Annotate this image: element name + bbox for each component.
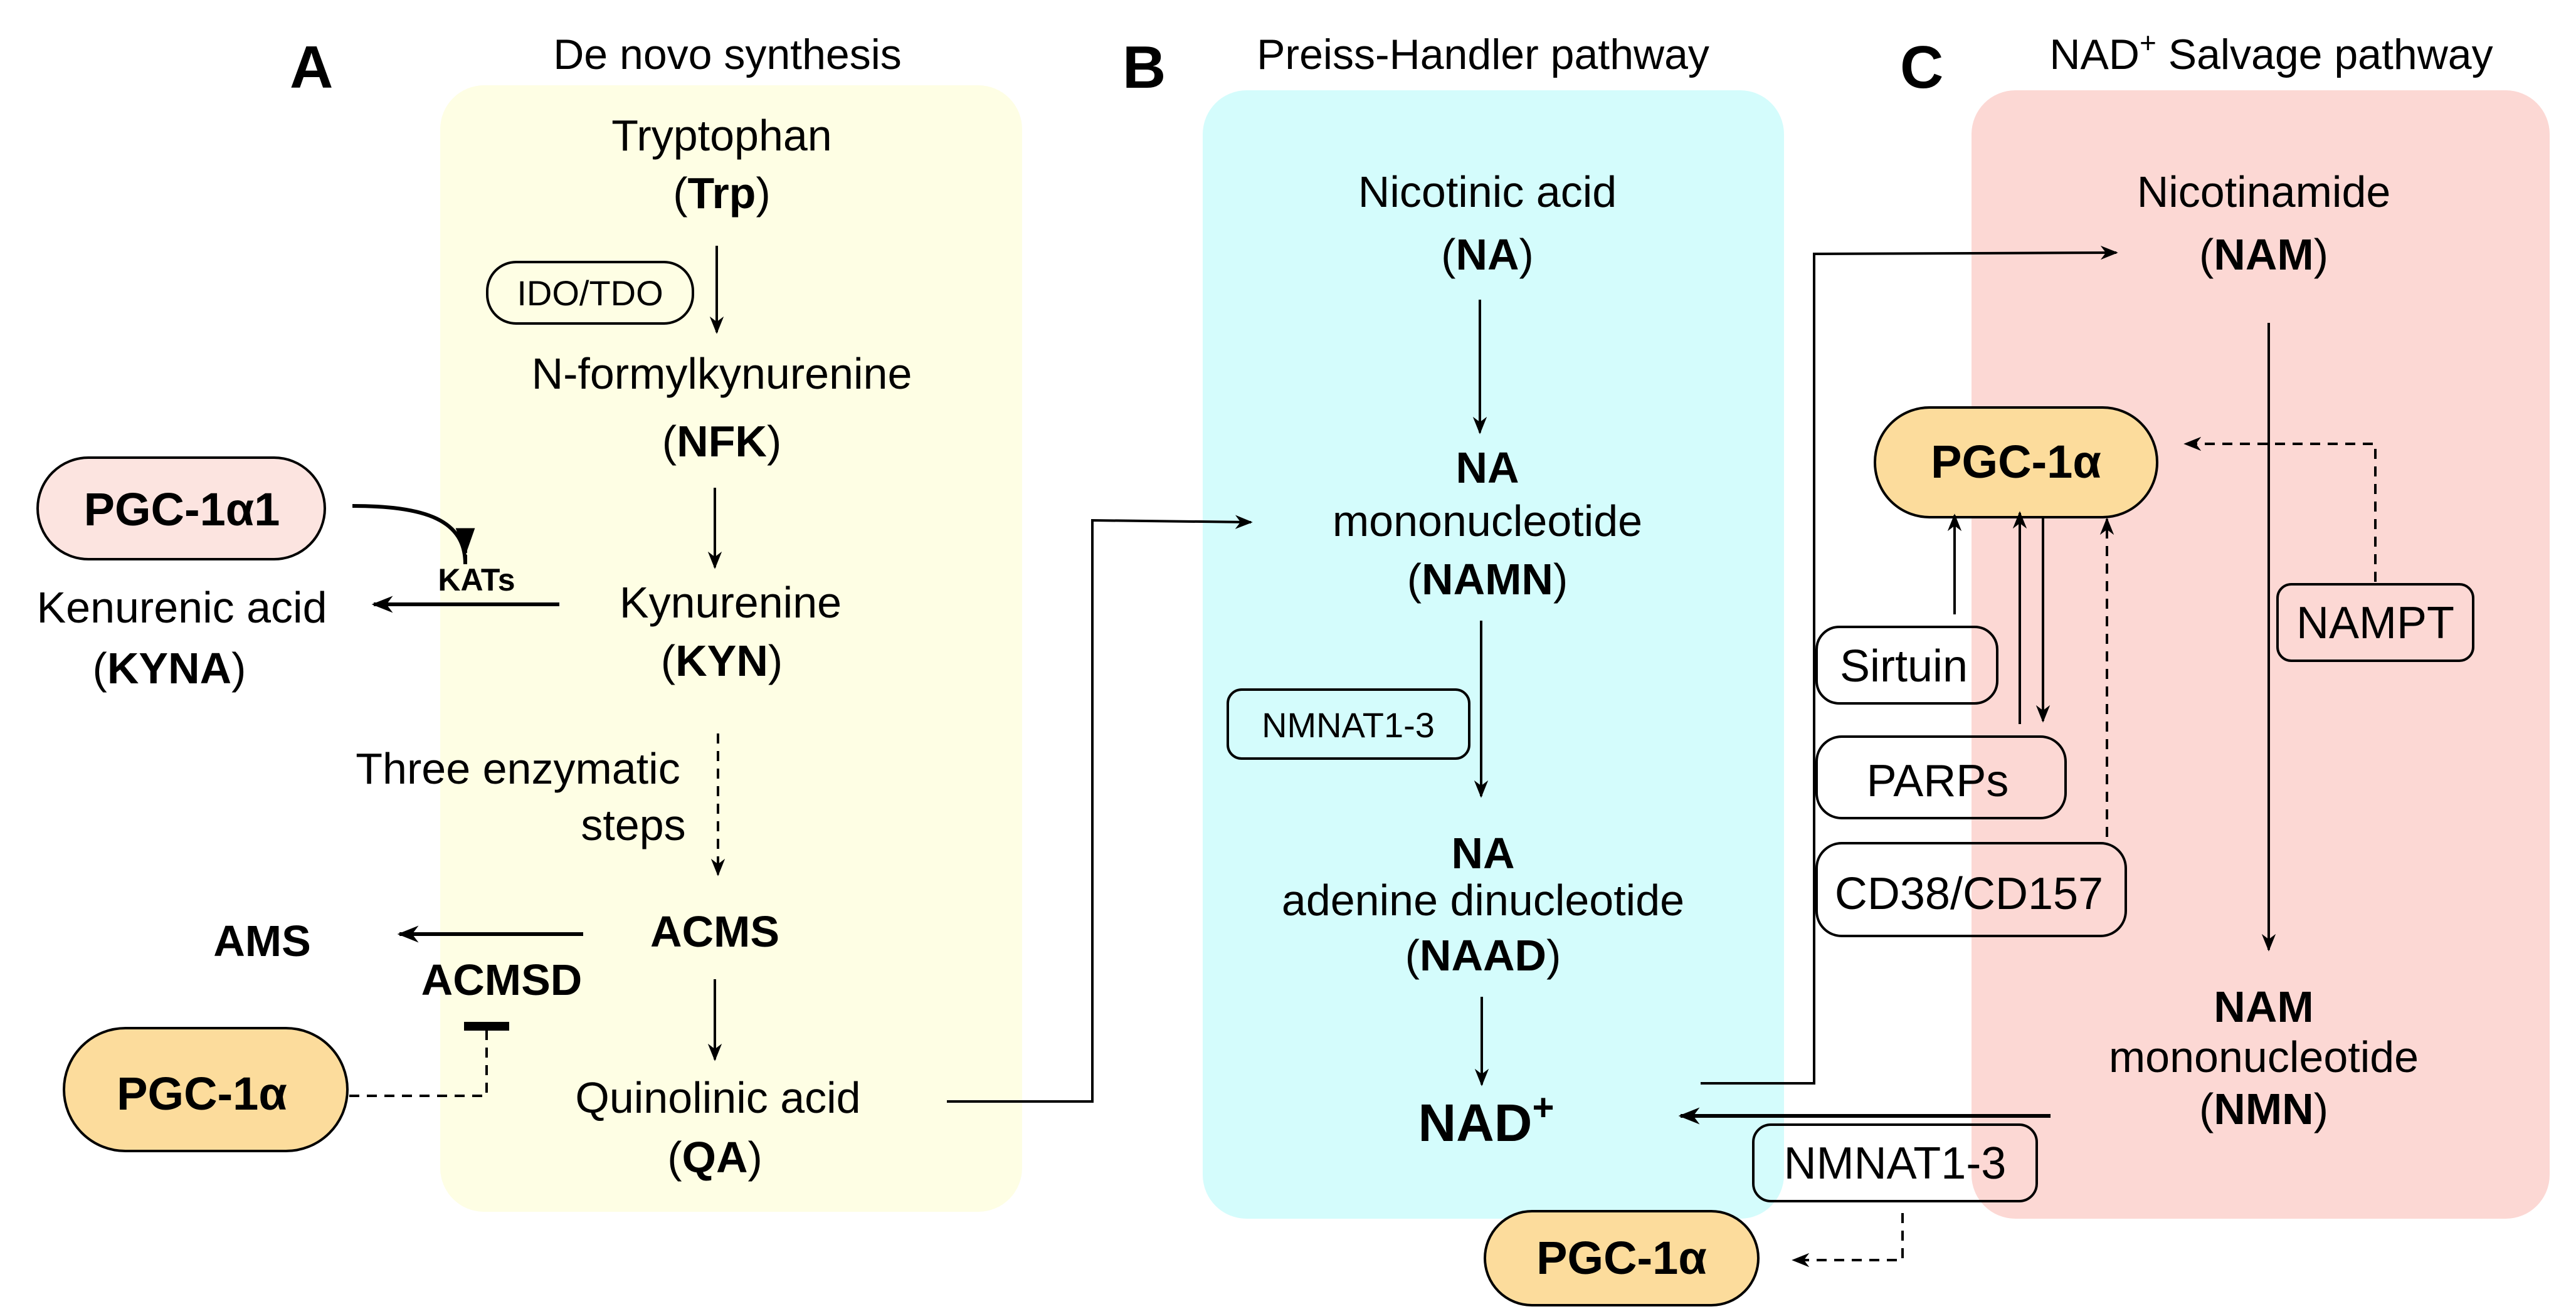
cd38-cd157-enzyme-label: CD38/CD157 xyxy=(1835,869,2103,919)
parps-enzyme-box xyxy=(1815,735,2067,819)
nmn-line2: mononucleotide xyxy=(2109,1033,2419,1081)
naad-abbr: (NAAD) xyxy=(1405,931,1561,980)
tryptophan-abbr: (Trp) xyxy=(673,169,771,218)
pgc1a-label-b: PGC-1α xyxy=(1536,1232,1707,1284)
nampt-to-pgc1a-dashed xyxy=(2183,436,2377,582)
nad-plus-label: NAD+ xyxy=(1418,1086,1554,1153)
cd38-cd157-enzyme-box xyxy=(1815,842,2127,937)
three-enzymatic-steps-line1: Three enzymatic xyxy=(356,744,680,793)
nmnat-enzyme-box-c xyxy=(1752,1123,2038,1202)
kynurenine-name: Kynurenine xyxy=(620,578,842,627)
quinolinic-acid-abbr: (QA) xyxy=(667,1133,763,1182)
pgc1a-badge-b xyxy=(1484,1210,1760,1306)
nmnat-enzyme-box-b xyxy=(1227,688,1470,760)
ido-tdo-enzyme-label: IDO/TDO xyxy=(517,273,663,313)
nmnat-enzyme-label-b: NMNAT1-3 xyxy=(1262,705,1435,745)
parps-enzyme-label: PARPs xyxy=(1867,756,2009,806)
panel-a-letter: A xyxy=(290,34,333,101)
panel-b-letter: B xyxy=(1122,34,1166,101)
ams-label: AMS xyxy=(213,917,311,965)
arrow-qa-to-namn xyxy=(947,515,1253,1103)
quinolinic-acid-name: Quinolinic acid xyxy=(575,1073,860,1122)
namn-line1: NA xyxy=(1455,443,1519,492)
panel-b-title: Preiss-Handler pathway xyxy=(1257,31,1709,78)
nmnat-to-pgc1a-dashed xyxy=(1792,1213,1904,1268)
nicotinic-acid-abbr: (NA) xyxy=(1441,230,1534,279)
kyna-name: Kenurenic acid xyxy=(36,583,327,632)
arrow-nad-to-nam xyxy=(1701,245,2118,1085)
pgc1a-label-a: PGC-1α xyxy=(117,1068,287,1120)
naad-line1: NA xyxy=(1451,829,1514,878)
nmn-line1: NAM xyxy=(2214,982,2313,1031)
pgc1a-badge-a xyxy=(63,1027,349,1152)
namn-abbr: (NAMN) xyxy=(1407,555,1568,604)
nampt-enzyme-label: NAMPT xyxy=(2296,598,2454,648)
acms-label: ACMS xyxy=(650,907,779,956)
pgc1a-inhibits-acmsd-line xyxy=(349,1031,488,1097)
pgc1a-label-c: PGC-1α xyxy=(1931,436,2101,488)
preiss-handler-panel-bg xyxy=(1203,90,1784,1219)
acmsd-enzyme-label: ACMSD xyxy=(421,955,583,1004)
nmn-abbr: (NMN) xyxy=(2199,1085,2328,1133)
panel-a-title: De novo synthesis xyxy=(553,31,902,78)
kats-enzyme-label: KATs xyxy=(438,562,515,597)
sirtuin-enzyme-box xyxy=(1815,626,1998,705)
panel-c-letter: C xyxy=(1900,34,1943,101)
nicotinic-acid-name: Nicotinic acid xyxy=(1358,167,1617,216)
panel-a: A De novo synthesis Tryptophan (Trp) IDO… xyxy=(36,31,1253,1182)
salvage-panel-bg xyxy=(1972,90,2550,1219)
sirtuin-enzyme-label: Sirtuin xyxy=(1840,641,1968,691)
ido-tdo-enzyme-box xyxy=(486,261,694,325)
panel-c: C NAD+ Salvage pathway Nicotinamide (NAM… xyxy=(1678,26,2493,1268)
naad-line2: adenine dinucleotide xyxy=(1282,876,1684,925)
nicotinamide-name: Nicotinamide xyxy=(2137,167,2391,216)
nmnat-enzyme-label-c: NMNAT1-3 xyxy=(1784,1138,2007,1189)
three-enzymatic-steps-line2: steps xyxy=(581,801,685,849)
nampt-enzyme-box xyxy=(2276,583,2474,662)
pgc1a1-badge xyxy=(36,456,326,560)
kyna-abbr: (KYNA) xyxy=(93,644,246,693)
de-novo-panel-bg xyxy=(440,85,1022,1212)
nfk-name: N-formylkynurenine xyxy=(532,349,912,398)
tryptophan-name: Tryptophan xyxy=(611,111,832,160)
nfk-abbr: (NFK) xyxy=(662,417,782,466)
nicotinamide-abbr: (NAM) xyxy=(2199,230,2328,279)
pgc1a1-label: PGC-1α1 xyxy=(84,483,280,535)
panel-c-title: NAD+ Salvage pathway xyxy=(2049,26,2493,78)
panel-b: B Preiss-Handler pathway Nicotinic acid … xyxy=(1122,31,1760,1306)
kynurenine-abbr: (KYN) xyxy=(661,636,783,685)
namn-line2: mononucleotide xyxy=(1333,497,1642,545)
